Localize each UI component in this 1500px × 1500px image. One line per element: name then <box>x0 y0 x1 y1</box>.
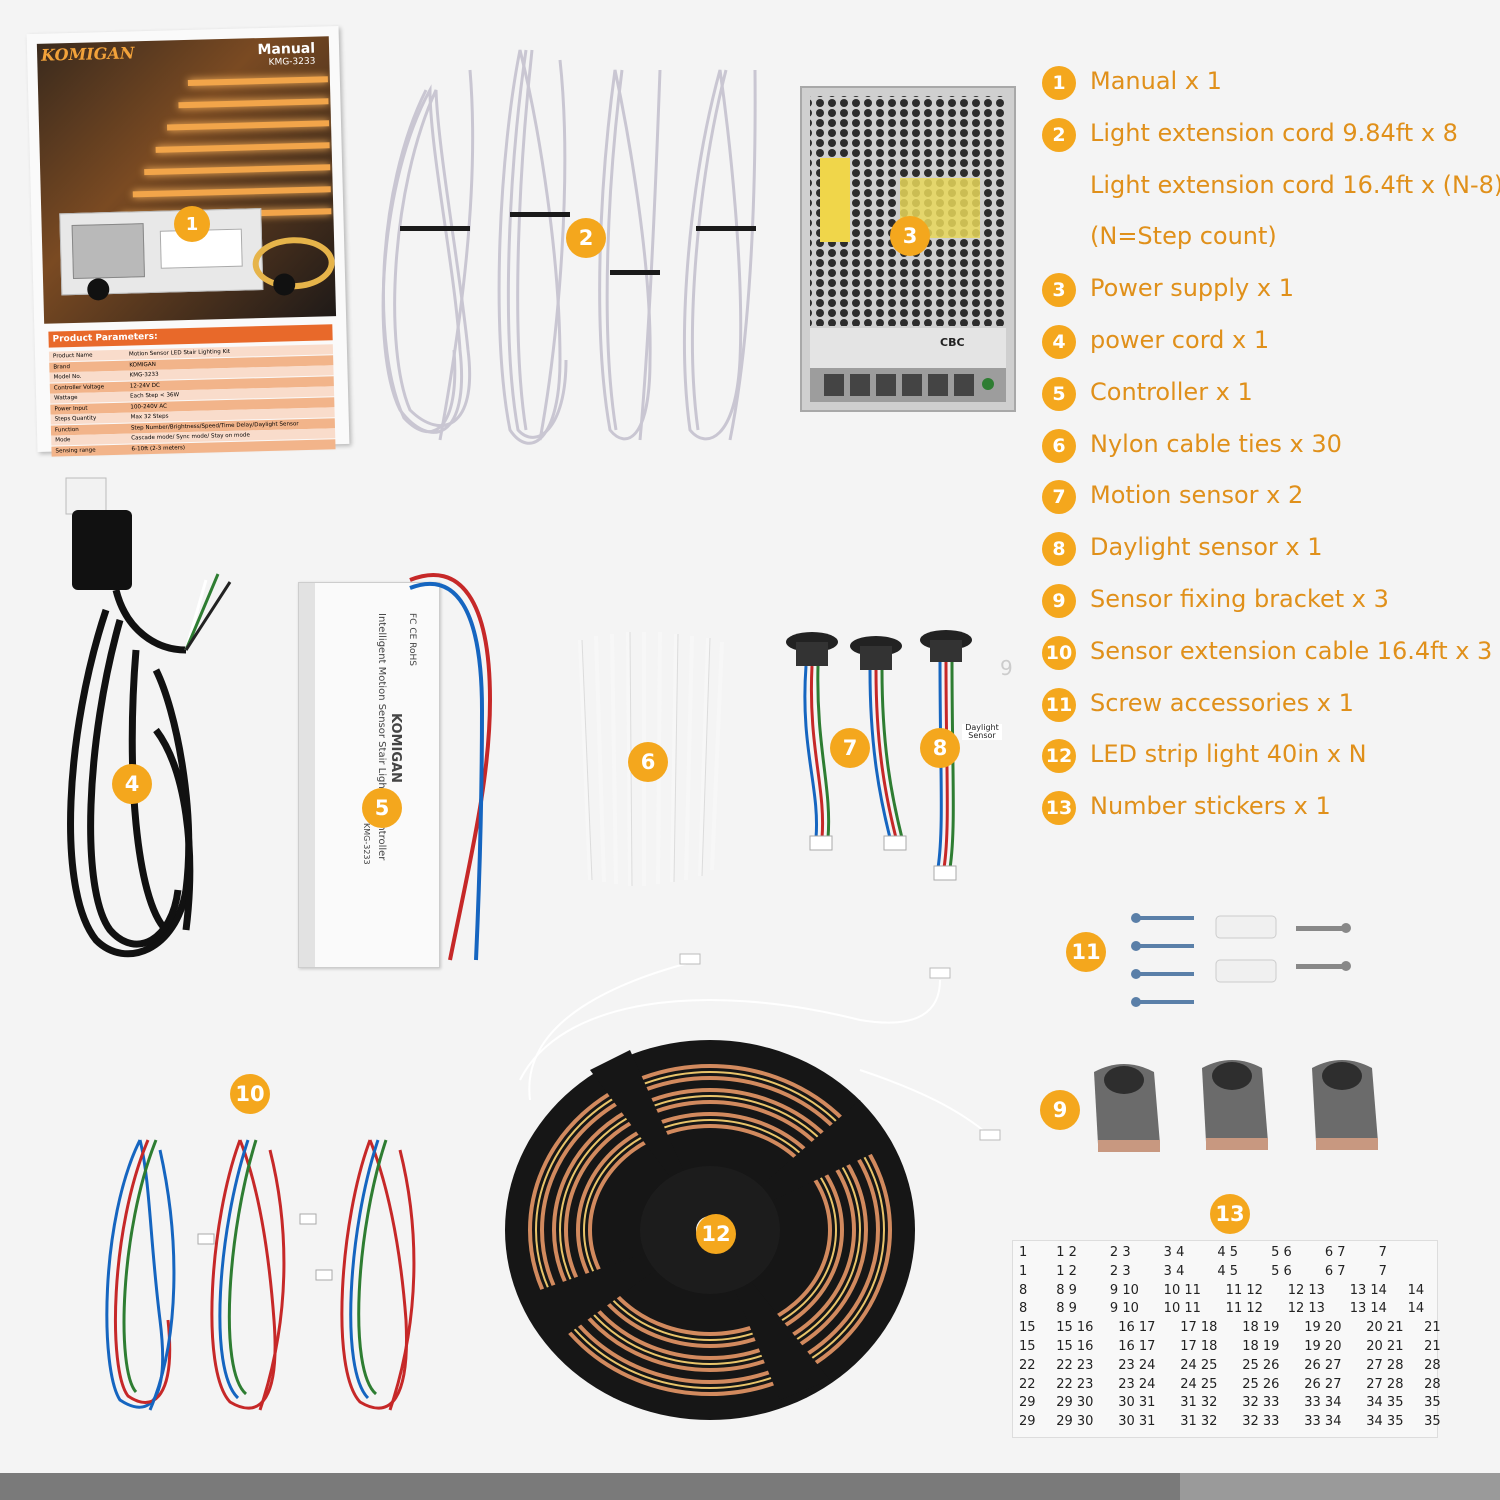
list-item-number: 8 <box>1042 532 1076 567</box>
sticker-row: 22 22 23 23 24 24 25 25 26 26 27 27 28 2… <box>1019 1376 1441 1392</box>
number-stickers: 1 1 2 2 3 3 4 4 5 5 6 6 7 7 1 1 2 2 3 3 4… <box>1012 1240 1441 1438</box>
list-item-text: Manual x 1 <box>1090 67 1222 95</box>
badge-10: 10 <box>230 1074 270 1114</box>
badge-12: 12 <box>696 1214 736 1254</box>
list-item-number: 1 <box>1042 66 1076 100</box>
list-item-number: 4 <box>1042 325 1076 359</box>
list-item-number: 7 <box>1042 480 1076 515</box>
manual-param-label: Power Input <box>54 405 88 413</box>
power-supply: CBC <box>800 86 1016 412</box>
badge-1: 1 <box>174 206 210 242</box>
manual-brand: KOMIGAN <box>40 43 135 65</box>
badge-13: 13 <box>1210 1194 1250 1234</box>
sensor-extension-cables <box>105 1139 416 1411</box>
list-item-text: Controller x 1 <box>1090 377 1253 406</box>
manual-model: KMG-3233 <box>268 56 316 68</box>
list-item-text: Light extension cord 9.84ft x 8 <box>1090 118 1458 147</box>
badge-5: 5 <box>362 788 402 828</box>
list-item-text: Light extension cord 16.4ft x (N-8) <box>1090 170 1500 199</box>
controller-wires <box>409 573 493 961</box>
badge-2: 2 <box>566 218 606 258</box>
sticker-row: 29 29 30 30 31 31 32 32 33 33 34 34 35 3… <box>1019 1395 1441 1411</box>
list-item-number: 3 <box>1042 273 1076 308</box>
led-strip-reel <box>505 953 1001 1420</box>
light-extension-cords <box>381 49 757 445</box>
sticker-row: 15 15 16 16 17 17 18 18 19 19 20 20 21 2… <box>1019 1320 1441 1336</box>
daylight-sensor-tag: Daylight Sensor <box>962 724 1002 740</box>
list-item-text: LED strip light 40in x N <box>1090 740 1367 769</box>
list-item-text: Sensor extension cable 16.4ft x 3 <box>1090 636 1493 665</box>
motion-sensors <box>786 630 972 881</box>
controller: FC CE RoHS KOMIGAN Intelligent Motion Se… <box>298 582 440 968</box>
badge-7: 7 <box>830 728 870 768</box>
list-item-text: Daylight sensor x 1 <box>1090 533 1323 562</box>
badge-11: 11 <box>1066 932 1106 972</box>
sticker-row: 22 22 23 23 24 24 25 25 26 26 27 27 28 2… <box>1019 1357 1441 1373</box>
list-item-text: Number stickers x 1 <box>1090 792 1331 821</box>
sensor-fixing-brackets <box>1094 1060 1378 1152</box>
sticker-row: 1 1 2 2 3 3 4 4 5 5 6 6 7 7 <box>1019 1263 1387 1279</box>
manual-param-value: 12-24V DC <box>129 382 160 390</box>
list-item-number: 11 <box>1042 687 1076 722</box>
manual-param-label: Steps Quantity <box>54 415 97 423</box>
badge-6: 6 <box>628 742 668 782</box>
manual-param-label: Mode <box>55 437 71 444</box>
stray-label: 9 <box>1000 656 1013 680</box>
manual-param-value: 100-240V AC <box>130 403 168 411</box>
manual-param-value: KOMIGAN <box>129 361 156 369</box>
list-item-number: 2 <box>1042 117 1076 152</box>
badge-9: 9 <box>1040 1090 1080 1130</box>
list-item-text: Nylon cable ties x 30 <box>1090 429 1342 458</box>
bottom-bar-right <box>1180 1473 1500 1500</box>
list-item-number: 5 <box>1042 376 1076 411</box>
list-item-number: 12 <box>1042 739 1076 774</box>
list-item-number: 9 <box>1042 584 1076 618</box>
list-item-text: Motion sensor x 2 <box>1090 481 1304 510</box>
sticker-row: 1 1 2 2 3 3 4 4 5 5 6 6 7 7 <box>1019 1245 1387 1260</box>
list-item-number: 10 <box>1042 635 1076 670</box>
manual-param-label: Function <box>54 426 79 434</box>
screw-accessories <box>1131 913 1351 1007</box>
manual-param-value: Max 32 Steps <box>130 413 169 421</box>
sticker-row: 8 8 9 9 10 10 11 11 12 12 13 13 14 14 <box>1019 1282 1425 1298</box>
controller-model: KMG-3233 <box>362 823 371 865</box>
manual-param-value: KMG-3233 <box>129 371 159 379</box>
manual-cover-photo <box>36 36 337 324</box>
list-item-number: 13 <box>1042 791 1076 826</box>
manual-param-label: Sensing range <box>55 446 96 455</box>
badge-8: 8 <box>920 728 960 768</box>
list-item-text: Screw accessories x 1 <box>1090 688 1354 717</box>
badge-3: 3 <box>890 216 930 256</box>
list-item-text: Sensor fixing bracket x 3 <box>1090 585 1389 613</box>
manual-param-label: Product Name <box>52 352 93 360</box>
sticker-row: 15 15 16 16 17 17 18 18 19 19 20 20 21 2… <box>1019 1339 1441 1354</box>
manual-params-heading: Product Parameters: <box>48 324 333 348</box>
list-item-text: power cord x 1 <box>1090 326 1270 354</box>
sticker-row: 8 8 9 9 10 10 11 11 12 12 13 13 14 14 <box>1019 1301 1425 1317</box>
manual-param-label: Controller Voltage <box>53 383 105 392</box>
manual-param-label: Brand <box>53 363 71 371</box>
list-item-text: (N=Step count) <box>1090 222 1277 251</box>
badge-4: 4 <box>112 764 152 804</box>
manual-param-value: Each Step < 36W <box>130 392 180 400</box>
sticker-row: 29 29 30 30 31 31 32 32 33 33 34 34 35 3… <box>1019 1414 1441 1430</box>
manual-param-label: Wattage <box>54 394 78 402</box>
psu-cert: CBC <box>940 336 965 349</box>
list-item-number: 6 <box>1042 428 1076 463</box>
list-item-text: Power supply x 1 <box>1090 274 1294 303</box>
power-cord <box>65 477 232 958</box>
manual-param-label: Model No. <box>53 373 82 381</box>
manual-title: Manual <box>257 40 316 59</box>
manual-param-value: 6-10ft (2-3 meters) <box>131 444 186 453</box>
